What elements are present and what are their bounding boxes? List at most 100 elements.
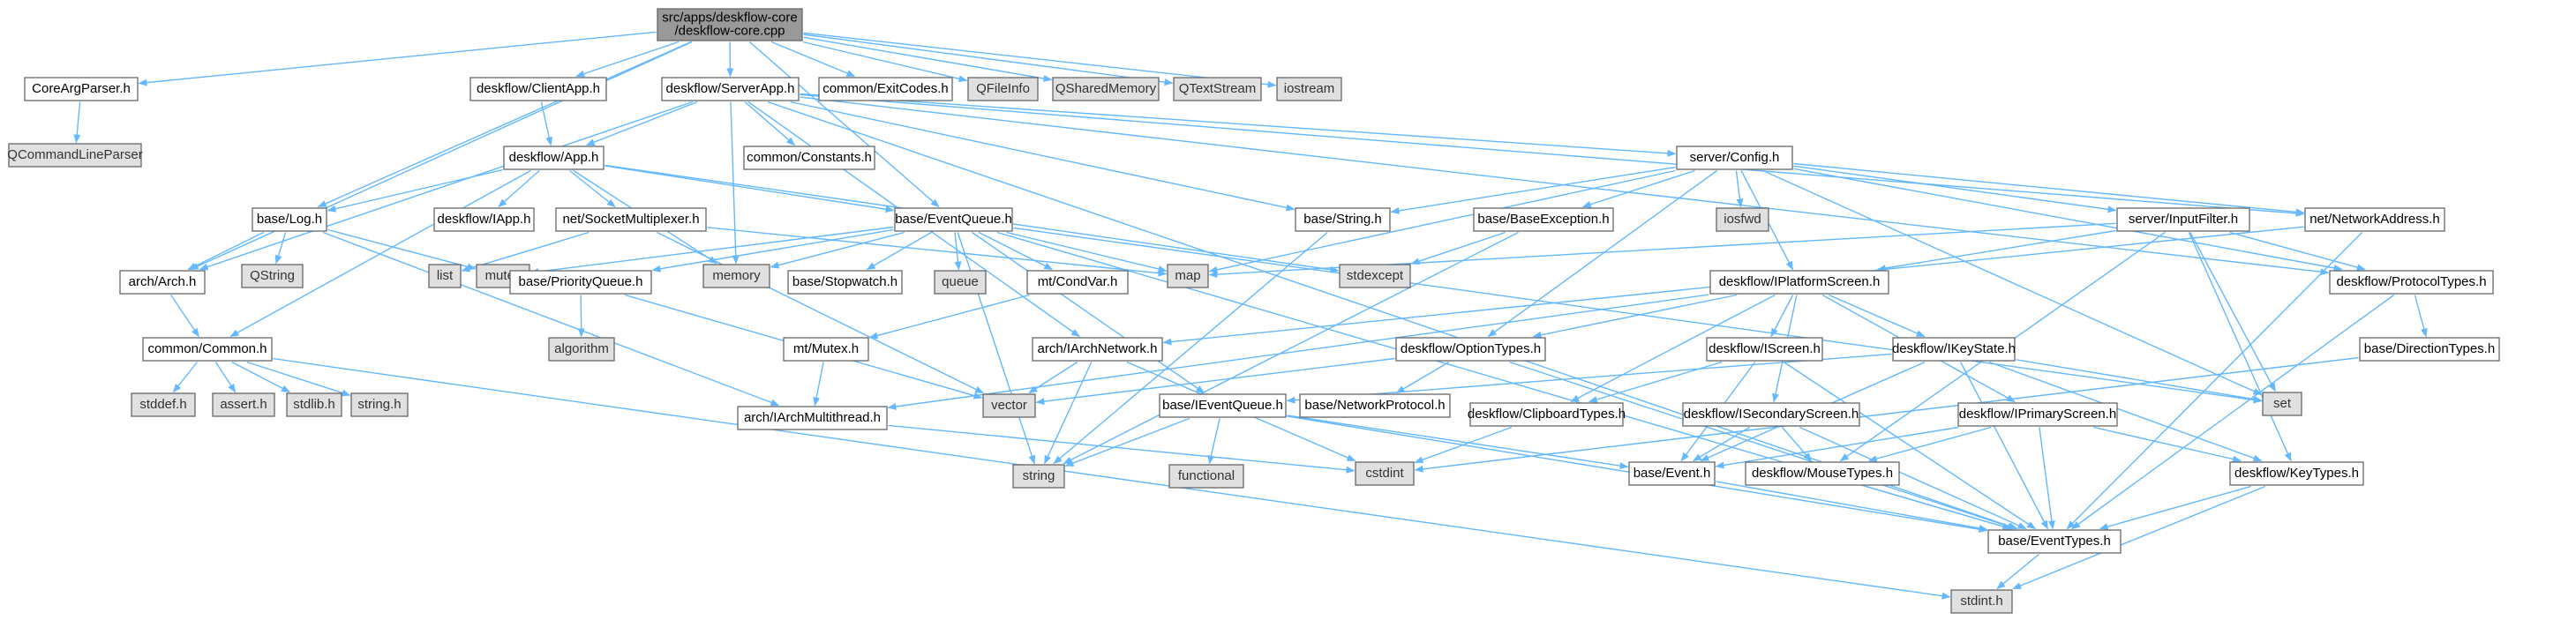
dependency-edge: [231, 361, 291, 393]
file-node-string_h[interactable]: base/String.h: [1295, 207, 1391, 232]
node-box: [2359, 337, 2500, 362]
node-label: QTextStream: [1179, 81, 1257, 96]
node-box: [119, 270, 206, 295]
file-node-ikeystate[interactable]: deskflow/IKeyState.h: [1892, 337, 2016, 362]
dependency-edge: [657, 231, 984, 394]
file-node-stopwatch[interactable]: base/Stopwatch.h: [787, 270, 903, 295]
file-node-ieventqueue[interactable]: base/IEventQueue.h: [1159, 393, 1287, 418]
file-node-archmultithread[interactable]: arch/IArchMultithread.h: [737, 406, 888, 430]
node-box: [1682, 402, 1860, 427]
dependency-edge: [1044, 362, 1093, 465]
file-node-event[interactable]: base/Event.h: [1628, 461, 1716, 486]
dependency-edge: [1783, 361, 2037, 530]
file-node-baseexception[interactable]: base/BaseException.h: [1473, 207, 1614, 232]
dependency-edge: [189, 41, 693, 271]
node-label: mt/CondVar.h: [1038, 274, 1118, 289]
file-node-protocoltypes[interactable]: deskflow/ProtocolTypes.h: [2329, 270, 2494, 295]
file-node-root[interactable]: src/apps/deskflow-core/deskflow-core.cpp: [657, 8, 803, 41]
node-box: [1987, 529, 2122, 554]
node-label: deskflow/ClipboardTypes.h: [1468, 407, 1626, 422]
file-node-isecondaryscreen[interactable]: deskflow/ISecondaryScreen.h: [1682, 402, 1860, 427]
node-label: arch/IArchMultithread.h: [744, 410, 881, 425]
dependency-edge: [273, 357, 1951, 600]
file-node-clientapp[interactable]: deskflow/ClientApp.h: [469, 77, 607, 101]
dependency-edge: [770, 41, 856, 78]
node-box: [2262, 392, 2302, 416]
node-label: base/NetworkProtocol.h: [1304, 398, 1445, 413]
node-label: deskflow/KeyTypes.h: [2234, 466, 2359, 481]
dependency-edge: [2039, 427, 2055, 530]
file-node-serverapp[interactable]: deskflow/ServerApp.h: [661, 77, 800, 101]
file-node-log[interactable]: base/Log.h: [252, 207, 327, 232]
node-label: server/InputFilter.h: [2129, 212, 2238, 227]
node-box: [1339, 264, 1411, 288]
external-header-node-qtextstream: QTextStream: [1173, 77, 1262, 101]
dependency-edge: [605, 165, 895, 213]
node-label: cstdint: [1365, 466, 1404, 481]
node-box: [934, 270, 987, 295]
node-label: deskflow/ProtocolTypes.h: [2336, 274, 2486, 289]
external-header-node-stdint: stdint.h: [1950, 589, 2013, 614]
file-node-netaddress[interactable]: net/NetworkAddress.h: [2304, 207, 2445, 232]
file-node-optiontypes[interactable]: deskflow/OptionTypes.h: [1395, 337, 1546, 362]
node-box: [1167, 264, 1209, 288]
dependency-edge: [1959, 362, 2049, 530]
file-node-priorityqueue[interactable]: base/PriorityQueue.h: [509, 270, 652, 295]
file-node-socketmux[interactable]: net/SocketMultiplexer.h: [555, 207, 707, 232]
file-node-eventtypes[interactable]: base/EventTypes.h: [1987, 529, 2122, 554]
file-node-arch[interactable]: arch/Arch.h: [119, 270, 206, 295]
file-node-iapp[interactable]: deskflow/IApp.h: [433, 207, 535, 232]
node-label: queue: [942, 274, 979, 289]
node-box: [1469, 402, 1624, 427]
file-node-iscreen[interactable]: deskflow/IScreen.h: [1706, 337, 1823, 362]
file-node-constants[interactable]: common/Constants.h: [743, 146, 875, 170]
dependency-edge: [540, 101, 553, 146]
node-label: server/Config.h: [1690, 150, 1780, 165]
file-node-exitcodes[interactable]: common/ExitCodes.h: [818, 77, 953, 101]
dependency-edge: [1013, 227, 2263, 404]
external-header-node-stddef: stddef.h: [131, 392, 196, 417]
file-node-condvar[interactable]: mt/CondVar.h: [1026, 270, 1129, 295]
file-node-clipboardtypes[interactable]: deskflow/ClipboardTypes.h: [1468, 402, 1626, 427]
node-label: stddef.h: [139, 397, 186, 412]
node-box: [657, 8, 803, 41]
dependency-edge: [954, 232, 962, 271]
node-box: [1159, 393, 1287, 418]
dependency-edge: [1782, 427, 1813, 462]
dependency-edge: [868, 294, 1030, 340]
file-node-netprotocol[interactable]: base/NetworkProtocol.h: [1299, 393, 1451, 418]
external-header-node-memory: memory: [702, 264, 770, 288]
file-node-common[interactable]: common/Common.h: [142, 337, 273, 362]
external-header-node-map: map: [1167, 264, 1209, 288]
node-label: common/Common.h: [147, 341, 267, 356]
file-node-iprimaryscreen[interactable]: deskflow/IPrimaryScreen.h: [1957, 402, 2118, 427]
node-box: [1676, 146, 1793, 170]
dependency-edge: [803, 32, 1277, 88]
file-node-coreargparser[interactable]: CoreArgParser.h: [24, 77, 139, 101]
node-box: [982, 393, 1036, 418]
file-node-directiontypes[interactable]: base/DirectionTypes.h: [2359, 337, 2500, 362]
node-label: deskflow/MouseTypes.h: [1752, 466, 1893, 481]
file-node-mousetypes[interactable]: deskflow/MouseTypes.h: [1745, 461, 1900, 486]
file-node-inputfilter[interactable]: server/InputFilter.h: [2116, 207, 2250, 232]
file-node-app[interactable]: deskflow/App.h: [503, 146, 605, 170]
dependency-edge: [1395, 361, 1450, 394]
node-box: [1295, 207, 1391, 232]
node-label: deskflow/IScreen.h: [1709, 341, 1821, 356]
file-node-eventqueue[interactable]: base/EventQueue.h: [894, 207, 1013, 232]
dependency-edge: [2066, 232, 2363, 530]
external-header-node-stdexcept: stdexcept: [1339, 264, 1411, 288]
node-label: deskflow/IPlatformScreen.h: [1719, 274, 1881, 289]
file-node-keytypes[interactable]: deskflow/KeyTypes.h: [2229, 461, 2364, 486]
dependency-edge: [813, 362, 824, 407]
file-node-iarchnetwork[interactable]: arch/IArchNetwork.h: [1032, 337, 1163, 362]
file-node-config[interactable]: server/Config.h: [1676, 146, 1793, 170]
dependency-edge: [1581, 169, 1695, 208]
node-label: QString: [250, 268, 295, 283]
dependency-edge: [187, 231, 264, 271]
file-node-mutex_h[interactable]: mt/Mutex.h: [783, 337, 869, 362]
node-box: [433, 207, 535, 232]
file-node-iplatformscreen[interactable]: deskflow/IPlatformScreen.h: [1709, 270, 1889, 295]
node-box: [1628, 461, 1716, 486]
dependency-edge: [978, 231, 1054, 271]
